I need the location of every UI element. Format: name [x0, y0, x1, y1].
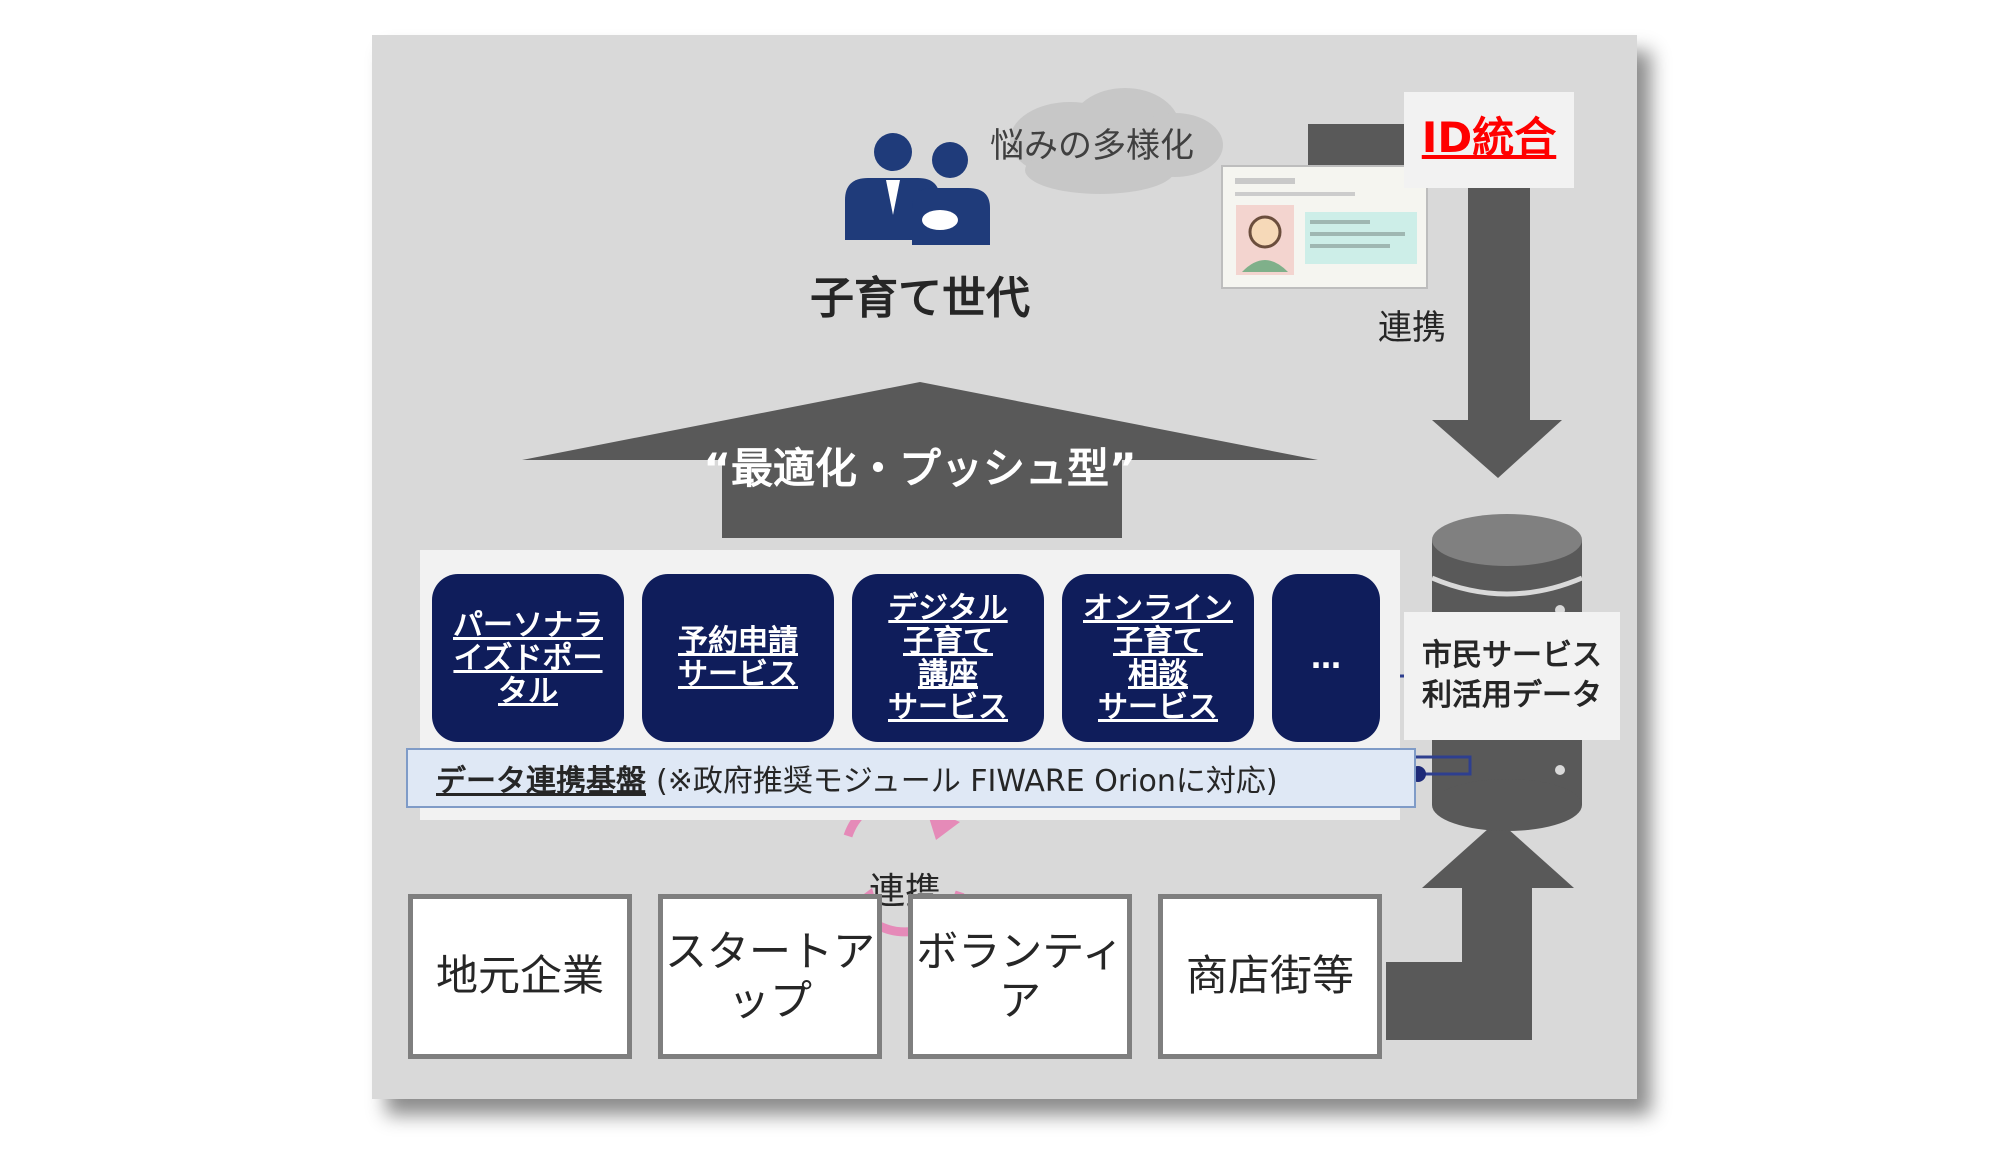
id-link-arrow	[1308, 124, 1562, 478]
household-label: 子育て世代	[810, 273, 1030, 324]
cloud-icon	[1010, 88, 1223, 194]
actor-volunteer: ボランティ ア	[908, 894, 1132, 1059]
service-online-consult[interactable]: オンライン 子育て 相談 サービス	[1062, 574, 1254, 742]
push-arrow	[522, 382, 1318, 538]
service-digital-course[interactable]: デジタル 子育て 講座 サービス	[852, 574, 1044, 742]
data-platform-bar: データ連携基盤 (※政府推奨モジュール FIWARE Orionに対応)	[406, 748, 1416, 808]
actor-local-business: 地元企業	[408, 894, 632, 1059]
actor-shopping-street: 商店街等	[1158, 894, 1382, 1059]
platform-name: データ連携基盤	[436, 764, 646, 799]
renkei-top-label: 連携	[1378, 308, 1446, 348]
service-reservation[interactable]: 予約申請 サービス	[642, 574, 834, 742]
actor-startup: スタートア ップ	[658, 894, 882, 1059]
id-label-box	[1404, 92, 1574, 188]
id-card-icon	[1221, 165, 1428, 289]
db-label: 市民サービス 利活用データ	[1404, 612, 1620, 740]
actors-link-arrow	[1386, 820, 1574, 1040]
id-label: ID統合	[1421, 113, 1557, 162]
platform-note: (※政府推奨モジュール FIWARE Orionに対応)	[656, 764, 1278, 799]
push-label: “最適化・プッシュ型”	[703, 444, 1137, 493]
service-personalized-portal[interactable]: パーソナラ イズドポー タル	[432, 574, 624, 742]
service-more[interactable]: …	[1272, 574, 1380, 742]
cloud-label: 悩みの多様化	[990, 126, 1194, 166]
family-icon	[845, 133, 990, 245]
